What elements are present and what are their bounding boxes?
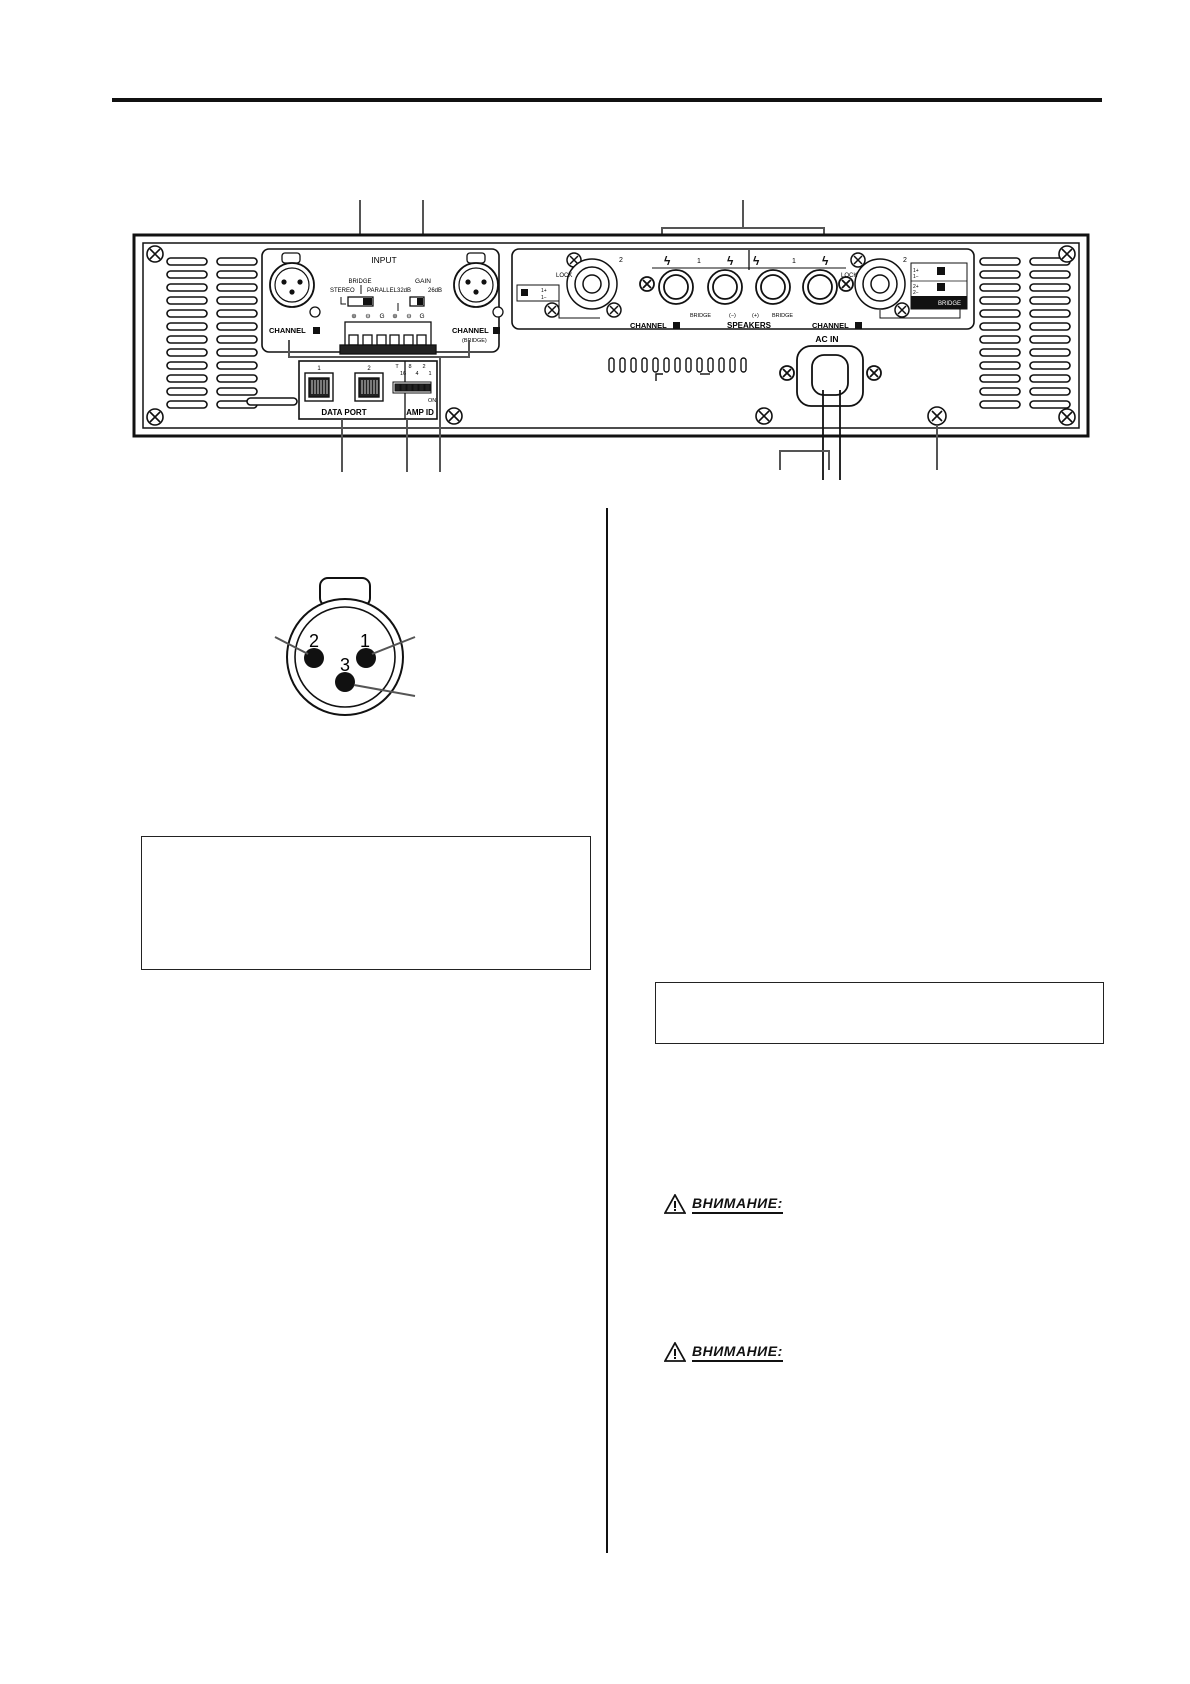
column-divider (606, 508, 608, 1553)
svg-text:2+: 2+ (913, 284, 919, 290)
lock-label-right: LOCK (841, 273, 857, 279)
euroblock-terminal[interactable] (339, 321, 437, 355)
port-1-label: 1 (317, 366, 321, 372)
speaker-ch-1-right: 1 (792, 258, 796, 265)
note-box-right (655, 982, 1104, 1044)
warning-label: ВНИМАНИЕ: (692, 1343, 783, 1362)
svg-text:ϟ: ϟ (822, 254, 829, 268)
speakers-channel-right: CHANNEL (812, 321, 849, 330)
port-2-label: 2 (367, 366, 371, 372)
svg-text:⊖: ⊖ (406, 313, 412, 320)
svg-text:1−: 1− (541, 295, 547, 301)
amp-id-on-label: ON (428, 398, 436, 404)
data-port-section (298, 360, 438, 420)
bridge-label: BRIDGE (348, 279, 371, 285)
lock-label-left: LOCK (556, 273, 572, 279)
svg-text:ϟ: ϟ (727, 254, 734, 268)
xlr-pin-3-label: 3 (340, 655, 350, 675)
svg-text:16: 16 (400, 371, 406, 377)
speakon-ch1[interactable] (544, 252, 622, 318)
speakon-ch2[interactable] (850, 252, 910, 318)
svg-text:G: G (379, 313, 384, 320)
speakers-label: SPEAKERS (727, 321, 772, 330)
data-port-2[interactable] (354, 372, 384, 402)
bridge-small-right: BRIDGE (772, 313, 793, 319)
svg-text:1−: 1− (913, 274, 919, 280)
gain-26-label: 26dB (428, 288, 442, 294)
svg-text:2−: 2− (913, 290, 919, 296)
svg-text:2: 2 (422, 364, 425, 370)
speakon-2-right: 2 (903, 257, 907, 264)
input-label: INPUT (371, 255, 397, 265)
left-vents (166, 257, 298, 409)
data-port-label: DATA PORT (321, 408, 366, 417)
note-box-left (141, 836, 591, 970)
bottom-left-callouts (288, 340, 470, 472)
svg-text:BRIDGE: BRIDGE (938, 301, 961, 307)
rear-panel-diagram: INPUT CHANNEL CHANNEL (BRIDGE) BRIDGE (132, 200, 1090, 480)
svg-text:T: T (395, 364, 399, 370)
svg-text:⊖: ⊖ (365, 313, 371, 320)
parallel-label: PARALLEL (367, 288, 398, 294)
amp-id-bits: T 8 2 16 4 1 (395, 364, 431, 377)
warning-2: ВНИМАНИЕ: (664, 1342, 783, 1362)
terminal-labels: ⊕ ⊖ G ⊕ ⊖ G (351, 313, 424, 320)
input-xlr-ch1[interactable] (269, 252, 321, 318)
svg-text:1+: 1+ (541, 288, 547, 294)
speakon-2-left: 2 (619, 257, 623, 264)
gain-label: GAIN (415, 278, 431, 285)
plus-paren: (+) (752, 313, 759, 319)
warning-1: ВНИМАНИЕ: (664, 1194, 783, 1214)
xlr-pin-diagram: 2 1 3 (274, 577, 416, 716)
svg-text:ϟ: ϟ (664, 254, 671, 268)
input-xlr-ch2[interactable] (453, 252, 504, 318)
warning-label: ВНИМАНИЕ: (692, 1195, 783, 1214)
svg-text:G: G (419, 313, 424, 320)
speakers-channel-left: CHANNEL (630, 321, 667, 330)
svg-text:1+: 1+ (913, 268, 919, 274)
speaker-ch-1-left: 1 (697, 258, 701, 265)
right-vents (979, 257, 1071, 409)
data-port-1[interactable] (304, 372, 334, 402)
stereo-label: STEREO (330, 288, 355, 294)
warning-icon (664, 1194, 686, 1214)
xlr-pin-1-label: 1 (360, 631, 370, 651)
svg-text:8: 8 (408, 364, 411, 370)
bottom-right-callouts (779, 425, 938, 470)
svg-text:1: 1 (428, 371, 431, 377)
gain-switch[interactable] (409, 296, 425, 307)
top-rule (112, 98, 1102, 102)
ac-inlet[interactable] (779, 345, 882, 480)
svg-text:ϟ: ϟ (753, 254, 760, 268)
bridge-small-left: BRIDGE (690, 313, 711, 319)
amp-id-dip-switch[interactable] (392, 381, 432, 394)
minus-paren: (−) (729, 313, 736, 319)
center-vents (608, 357, 747, 381)
ac-in-label: AC IN (815, 334, 838, 344)
speakers-section (511, 248, 975, 330)
warning-icon (664, 1342, 686, 1362)
svg-text:4: 4 (415, 371, 418, 377)
svg-text:⊕: ⊕ (392, 313, 398, 320)
channel-label-2: CHANNEL (452, 326, 489, 335)
amp-id-label: AMP ID (406, 408, 434, 417)
svg-text:⊕: ⊕ (351, 313, 357, 320)
screws (146, 245, 1076, 426)
channel-label-1: CHANNEL (269, 326, 306, 335)
xlr-pin-2-label: 2 (309, 631, 319, 651)
mode-switch[interactable] (340, 296, 374, 307)
pin-legend-right: 1+ 1− 2+ 2− BRIDGE (910, 262, 968, 310)
channel-bridge-label: (BRIDGE) (462, 338, 487, 344)
gain-32-label: 32dB (397, 288, 411, 294)
speaker-jacks[interactable] (639, 269, 854, 305)
